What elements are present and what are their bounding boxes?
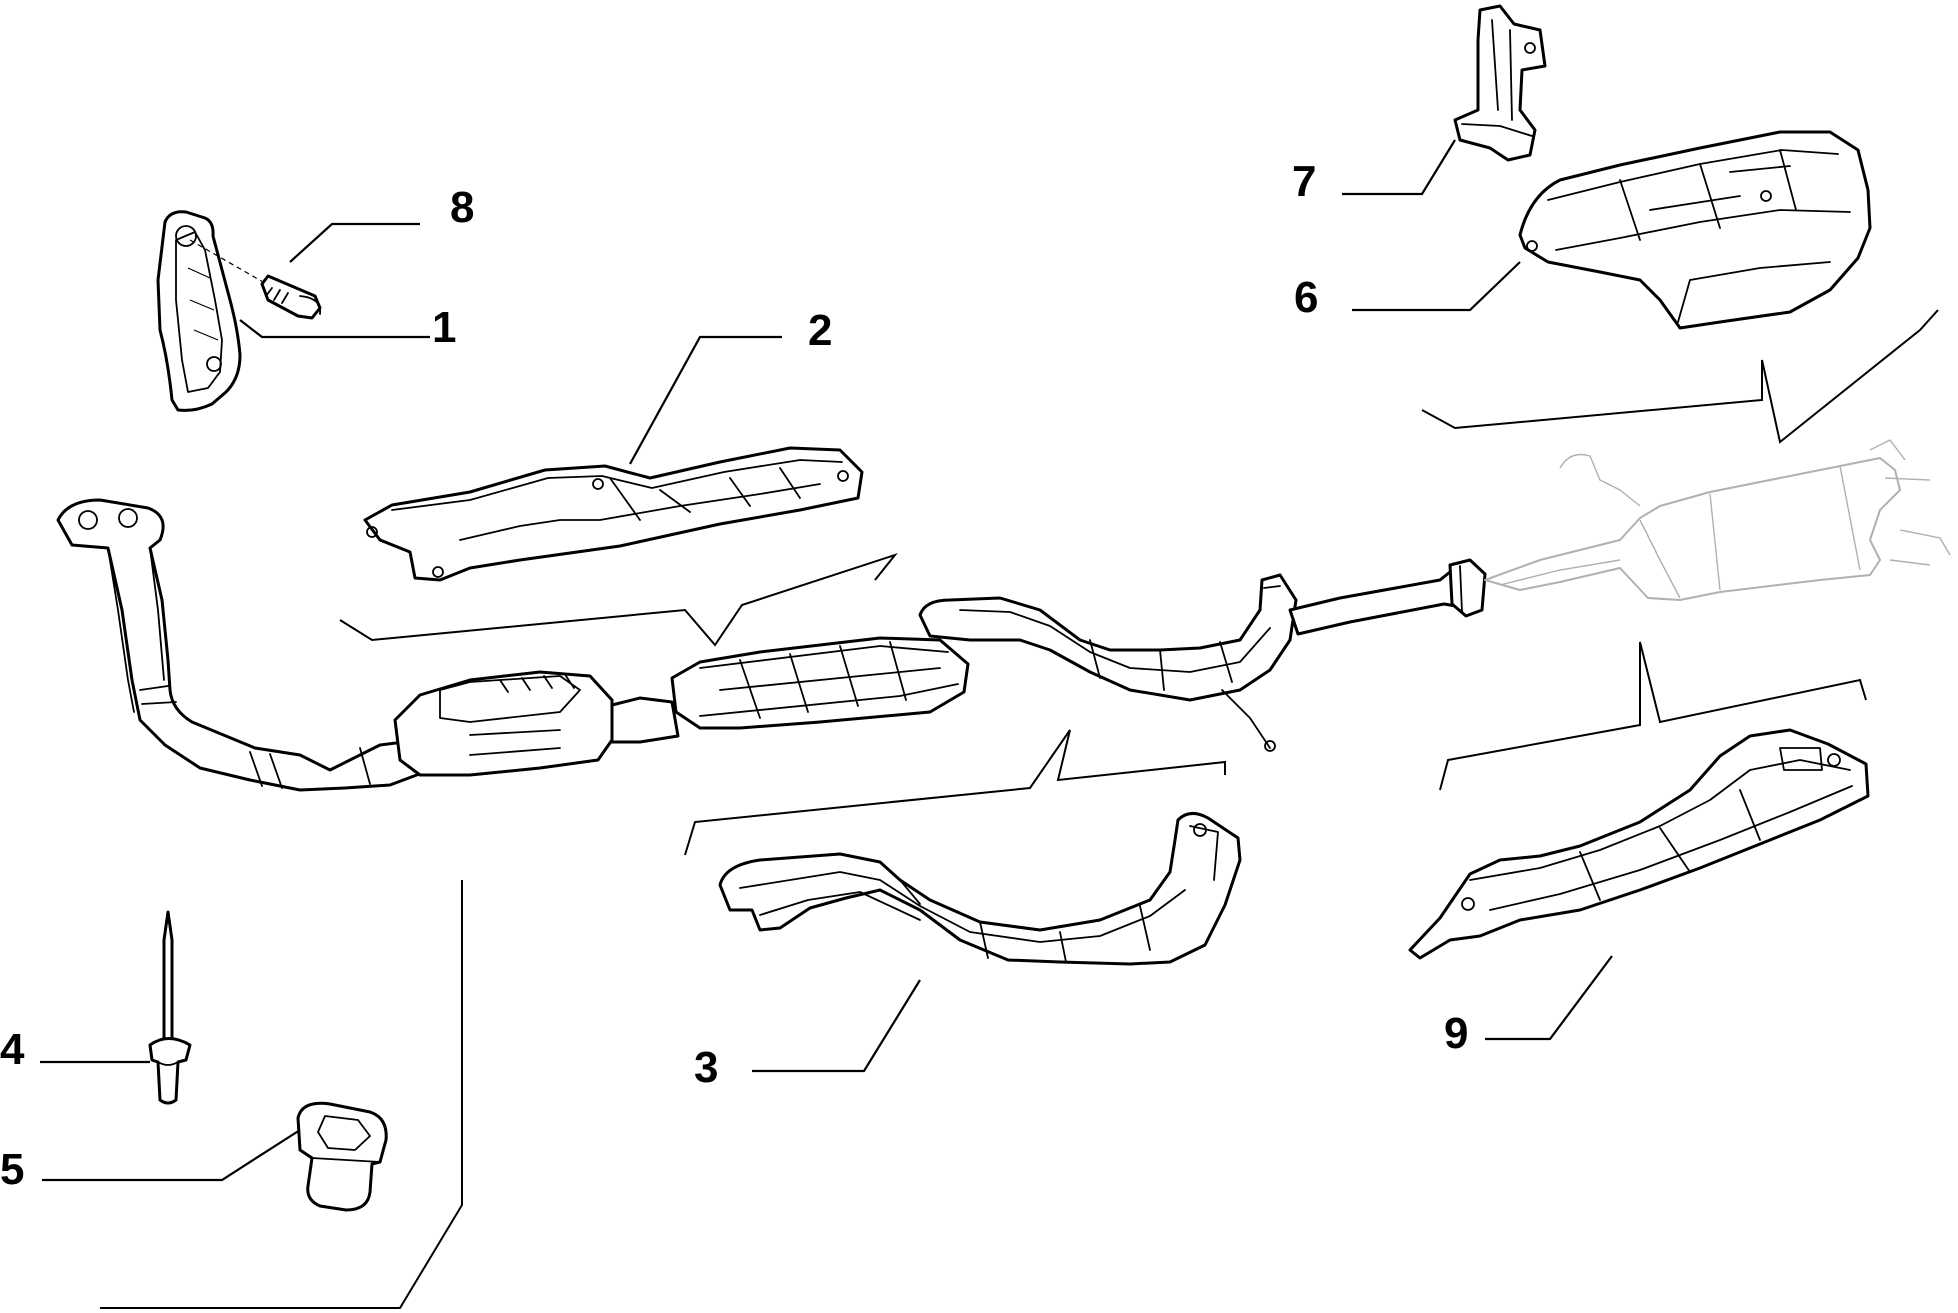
center-catalyst-box bbox=[670, 636, 970, 730]
tail-pipe bbox=[1288, 558, 1487, 636]
callout-2: 2 bbox=[808, 306, 832, 355]
part-4-rivet bbox=[148, 910, 192, 1105]
callout-numbers: 1 2 3 4 5 6 7 8 9 bbox=[0, 157, 1468, 1194]
intermediate-pipe bbox=[918, 573, 1298, 752]
callout-7: 7 bbox=[1292, 157, 1316, 206]
grouping-brackets bbox=[100, 309, 1939, 1309]
callout-3: 3 bbox=[694, 1043, 718, 1092]
leader-5 bbox=[42, 1129, 301, 1182]
leader-3 bbox=[752, 979, 921, 1073]
part-5-grommet bbox=[296, 1101, 388, 1212]
part-6-muffler-heat-shield bbox=[1518, 130, 1872, 330]
part-9-rear-heat-shield bbox=[1408, 728, 1870, 960]
callout-1: 1 bbox=[432, 303, 456, 352]
front-catalytic-converter bbox=[393, 670, 680, 777]
rear-muffler-reference bbox=[1484, 439, 1951, 601]
part-8-bolt bbox=[189, 239, 322, 320]
callout-6: 6 bbox=[1294, 273, 1318, 322]
part-2-front-heat-shield bbox=[363, 446, 864, 582]
leader-7 bbox=[1342, 139, 1456, 196]
leader-1 bbox=[239, 319, 430, 339]
leader-8 bbox=[289, 222, 420, 263]
front-downpipe bbox=[56, 498, 432, 792]
leader-lines bbox=[40, 139, 1613, 1182]
callout-8: 8 bbox=[450, 183, 474, 232]
leader-9 bbox=[1485, 955, 1613, 1041]
part-3-middle-heat-shield bbox=[718, 812, 1242, 966]
callout-5: 5 bbox=[0, 1145, 24, 1194]
part-7-hanger-bracket bbox=[1453, 4, 1547, 162]
callout-4: 4 bbox=[0, 1025, 25, 1074]
leader-2 bbox=[629, 335, 782, 465]
leader-6 bbox=[1352, 261, 1521, 312]
part-1-bracket-plate bbox=[156, 210, 242, 412]
callout-9: 9 bbox=[1444, 1009, 1468, 1058]
